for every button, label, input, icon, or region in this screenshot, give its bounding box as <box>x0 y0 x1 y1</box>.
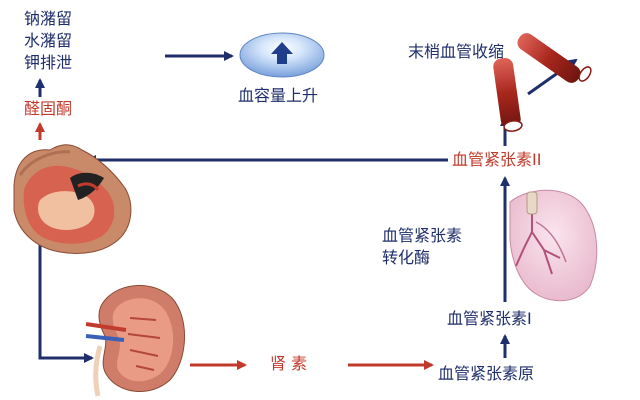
effect-sodium-retention: 钠潴留 <box>24 9 73 28</box>
angiotensinogen-label: 血管紧张素原 <box>438 364 535 383</box>
ace-label-line2: 转化酶 <box>382 248 431 267</box>
adrenal-gland-icon <box>13 144 132 254</box>
angiotensin1-label: 血管紧张素I <box>447 309 532 328</box>
lung-icon <box>509 189 598 302</box>
arrow-adrenal-to-kidney <box>38 240 94 363</box>
effect-water-retention: 水潴留 <box>24 31 73 50</box>
blood-vessel-icon-1 <box>493 57 523 132</box>
vasoconstriction-label: 末梢血管收缩 <box>408 42 505 61</box>
kidney-icon <box>85 285 185 397</box>
ace-label-line1: 血管紧张素 <box>382 226 463 245</box>
effect-potassium-excretion: 钾排泄 <box>24 53 73 72</box>
blood-vessel-icon-2 <box>517 33 592 83</box>
aldosterone-effects: 钠潴留 水潴留 钾排泄 <box>24 8 72 74</box>
blood-volume-up-label: 血容量上升 <box>238 86 319 105</box>
aldosterone-label: 醛固酮 <box>24 99 73 118</box>
angiotensin2-label: 血管紧张素II <box>452 150 542 169</box>
blood-volume-up-icon <box>239 32 325 78</box>
renin-label: 肾 素 <box>270 354 308 373</box>
